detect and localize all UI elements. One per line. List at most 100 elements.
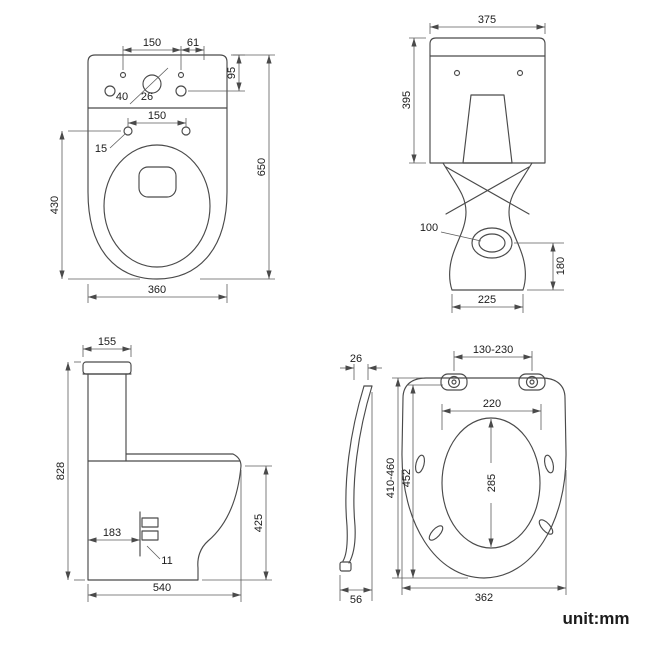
dim-285-label: 285: [486, 474, 498, 492]
dim-650: 650: [200, 54, 275, 280]
pedestal-right-outline: [508, 162, 533, 291]
tank-bolt-left: [453, 69, 461, 77]
dim-56-label: 56: [350, 594, 362, 606]
tank-lid-profile: [82, 361, 132, 375]
dim-95-label: 95: [226, 67, 238, 79]
pedestal-left-outline: [442, 162, 467, 291]
toilet-top-view: 150 61 95 40 26 150 15 430: [49, 37, 275, 303]
tank-top-outline: [87, 54, 228, 109]
drain-outlet-inner: [478, 233, 506, 253]
dim-155-label: 155: [98, 336, 116, 348]
trap-bracket-lower: [141, 530, 159, 541]
dim-26: 26: [340, 353, 382, 380]
dim-410-460: 410-460: [385, 377, 468, 579]
unit-label: unit:mm: [562, 609, 629, 628]
dim-395: 395: [401, 37, 426, 164]
pedestal-cross-line-2: [445, 166, 530, 215]
dim-225-label: 225: [478, 294, 496, 306]
seat-bumper-bottom-right: [538, 519, 554, 535]
diameter-leader-line: [129, 67, 169, 105]
tank-bolt-right: [516, 69, 524, 77]
dim-130-230-label: 130-230: [473, 344, 513, 356]
seat-hole-left: [123, 126, 133, 136]
flush-valve-outline: [462, 94, 513, 164]
seat-profile-inner: [342, 385, 365, 562]
dim-150-seat: 150: [127, 110, 187, 127]
dim-360: 360: [87, 284, 228, 303]
bowl-outer-outline: [87, 107, 228, 280]
seat-opening: [441, 417, 541, 549]
dim-26-label: 26: [350, 353, 362, 365]
dim-425: 425: [202, 465, 272, 581]
dim-828: 828: [55, 361, 85, 581]
trap-bracket-upper: [141, 517, 159, 528]
seat-top-line: [125, 453, 242, 467]
seat-top-view: [401, 373, 567, 579]
dim-395-label: 395: [401, 91, 413, 109]
dim-56: 56: [339, 392, 373, 606]
seat-bumper-profile: [339, 561, 352, 572]
dim-11-callout: 11: [146, 545, 173, 567]
dim-183-label: 183: [103, 527, 121, 539]
leader-line-15: [109, 133, 126, 149]
dim-410-460-label: 410-460: [385, 458, 397, 498]
bowl-inner-rim: [103, 144, 211, 268]
hinge-left: [440, 373, 468, 391]
dim-220-label: 220: [483, 398, 501, 410]
flush-water-spot: [138, 166, 177, 198]
deck-hole-center: [142, 74, 162, 94]
dim-225: 225: [451, 294, 524, 313]
leader-line-100: [440, 231, 482, 242]
dim-11-label: 11: [161, 555, 172, 567]
dim-15-callout: 15: [95, 133, 126, 155]
toilet-front-view: 375 395 100 180 225: [401, 14, 567, 313]
dim-375: 375: [429, 14, 546, 34]
dim-40-label: 40: [116, 91, 128, 103]
dim-183: 183: [88, 527, 140, 543]
dim-540-label: 540: [153, 582, 171, 594]
seat-bumper-right: [543, 454, 555, 474]
toilet-side-view: 155 828 183 11 425 540: [55, 336, 272, 602]
dim-540: 540: [87, 470, 242, 602]
dim-430-label: 430: [49, 196, 61, 214]
seat-profile-outer: [348, 385, 373, 564]
dim-180: 180: [514, 242, 567, 291]
dim-425-label: 425: [253, 514, 265, 532]
dim-61-label: 61: [187, 37, 199, 49]
leader-line-11: [146, 545, 161, 560]
seat-hole-right: [181, 126, 191, 136]
seat-profile-view: [339, 385, 373, 572]
tank-outline: [429, 37, 546, 164]
dim-15-label: 15: [95, 143, 107, 155]
bowl-front-profile: [197, 465, 242, 581]
dim-430: 430: [49, 130, 140, 280]
dim-95: 95: [188, 54, 245, 92]
dim-828-label: 828: [55, 462, 67, 480]
seat-outer-outline: [401, 377, 567, 579]
dim-100-label: 100: [420, 222, 438, 234]
dim-130-230: 130-230: [453, 344, 533, 371]
hinge-right: [518, 373, 546, 391]
dim-26-label: 26: [141, 91, 153, 103]
dim-150-top-label: 150: [143, 37, 161, 49]
dim-362: 362: [401, 470, 567, 604]
dim-285: 285: [486, 419, 498, 547]
seat-bumper-bottom-left: [428, 525, 444, 541]
drain-outlet-outer: [471, 227, 513, 259]
seat-views: 26 56 130-230: [339, 344, 567, 606]
seat-bumper-left: [414, 454, 426, 474]
dim-180-label: 180: [555, 257, 567, 275]
hinge-right-bolt-center: [529, 379, 535, 385]
dim-360-label: 360: [148, 284, 166, 296]
dim-650-label: 650: [256, 158, 268, 176]
hinge-left-bolt-center: [451, 379, 457, 385]
hinge-left-bolt: [447, 375, 461, 389]
deck-hole-left: [104, 85, 116, 97]
dim-100-callout: 100: [420, 222, 482, 242]
dim-220: 220: [441, 398, 542, 430]
dim-150-seat-label: 150: [148, 110, 166, 122]
dim-375-label: 375: [478, 14, 496, 26]
lid-fix-hole-left: [119, 71, 127, 79]
